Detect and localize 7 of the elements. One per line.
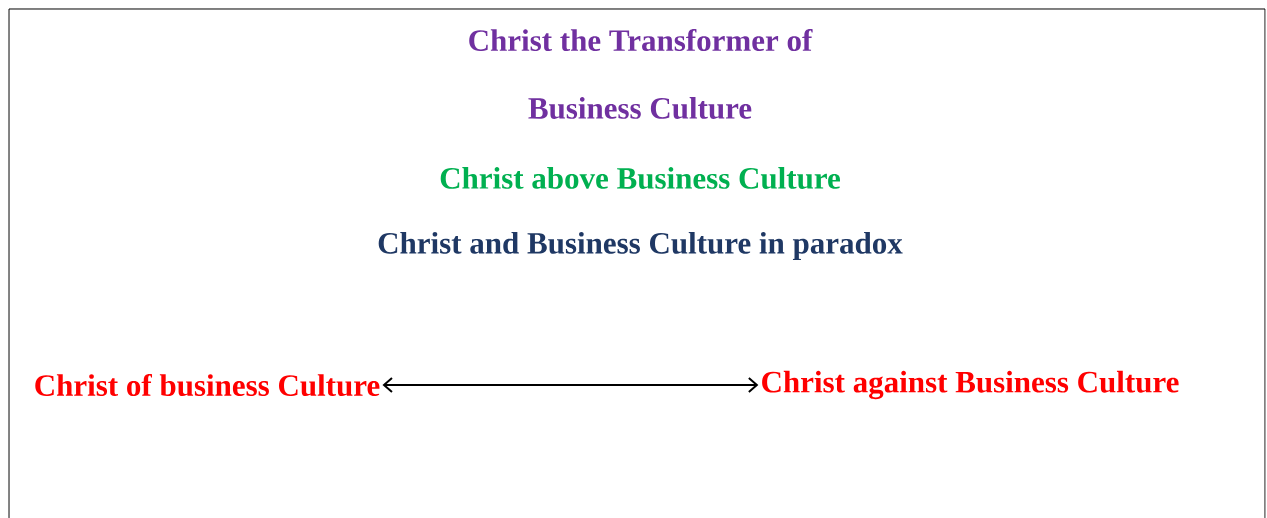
heading-text: Business Culture <box>528 97 752 119</box>
heading-text: Christ and Business Culture in paradox <box>378 231 903 261</box>
heading-text: Christ above Business Culture <box>440 167 840 189</box>
double-arrow <box>382 377 759 393</box>
category-label: Christ of business Culture <box>35 373 380 397</box>
category-label: Christ against Business Culture <box>762 370 1179 400</box>
heading-text: Christ the Transformer of <box>469 28 813 52</box>
